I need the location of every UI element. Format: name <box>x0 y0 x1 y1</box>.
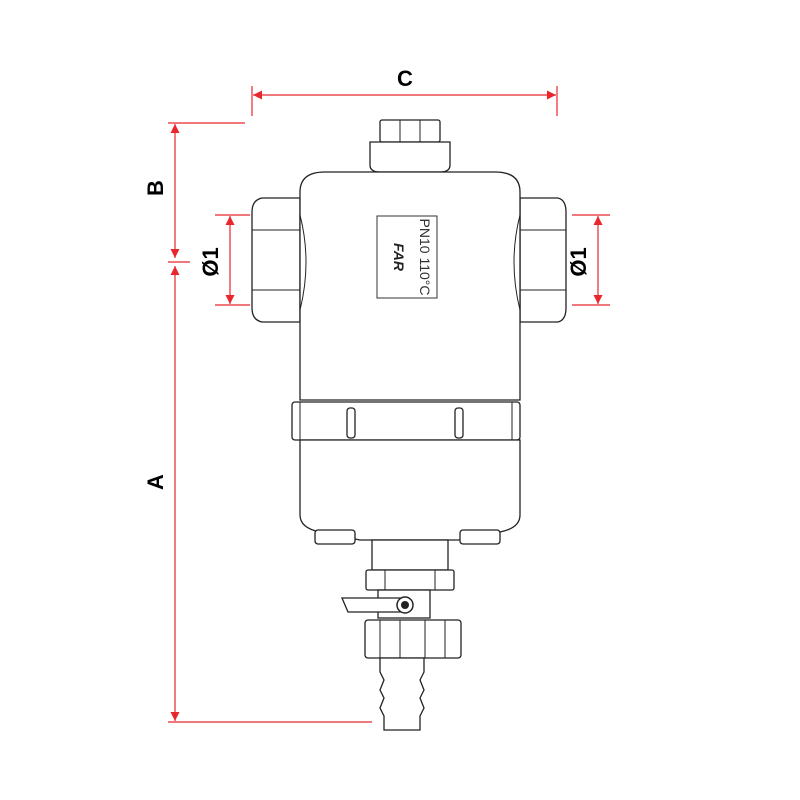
dimension-a-label: A <box>143 474 168 490</box>
dimension-right-diameter: Ø1 <box>566 214 610 306</box>
left-diameter-label: Ø1 <box>198 247 223 276</box>
dimension-c-label: C <box>397 66 413 91</box>
nameplate: FAR PN10 110°C <box>376 215 438 299</box>
dimension-left-diameter: Ø1 <box>198 214 250 306</box>
brand-logo: FAR <box>391 243 407 272</box>
dimension-a-b: B A <box>143 122 372 723</box>
pressure-temperature-rating: PN10 110°C <box>417 219 433 296</box>
filter-body <box>251 119 567 731</box>
dimension-c: C <box>251 66 558 116</box>
dimension-b-label: B <box>143 180 168 196</box>
right-diameter-label: Ø1 <box>566 247 591 276</box>
